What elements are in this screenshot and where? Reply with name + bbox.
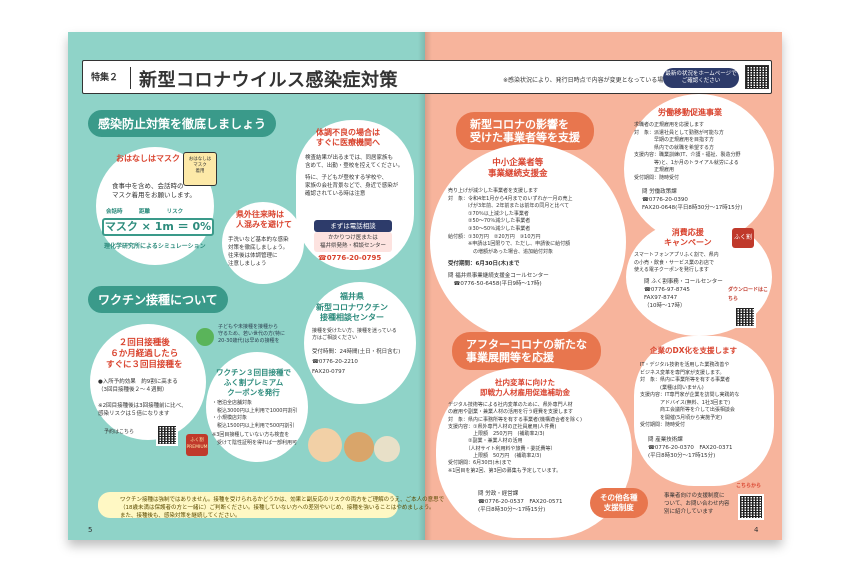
sme-circle xyxy=(430,144,626,340)
coupon-heading: ワクチン３回目接種で ふく割プレミアム クーポンを発行 xyxy=(216,368,291,397)
infection-section-title: 感染防止対策を徹底しましょう xyxy=(88,110,277,137)
dx-contact: 問 産業技術課 ☎0776-20-0370 FAX20-0371 (平日8時30… xyxy=(648,437,733,459)
header-note: ※感染状況により、発行日時点で内容が変更となっている場合があります。 xyxy=(503,77,705,84)
other-support-text: 事業者向けの支援制度に ついて、お問い合わせ内容 別に紹介しています xyxy=(664,493,730,515)
unwell-text-2: 特に、子どもが登校する学校や、 家族の会社背景などで、身近で感染が 確認されてい… xyxy=(305,175,399,197)
campaign-text: スマートフォンアプリふく割で、県内 の小売・飲食・サービス業のお店で 使える電子… xyxy=(634,252,719,273)
booster-note: ※2回目接種後は3回接種前に比べ、 感染リスクは５倍になります xyxy=(98,403,187,417)
labor-text: 求職者の正規雇用を応援します 対 象：派遣社員として勤務が可能な方 早期の正規雇… xyxy=(634,122,741,181)
app-qr-code-icon[interactable] xyxy=(734,306,756,328)
other-qr-label: こちらから xyxy=(736,483,762,489)
page-number-right: 4 xyxy=(754,526,759,534)
sme-deadline: 受付期間：6月30日(木)まで xyxy=(448,261,520,267)
center-text: 接種を受けたい方、接種を迷っている 方はご相談ください xyxy=(312,328,397,341)
dragon-mascot-icon xyxy=(196,328,214,346)
qr-label: 予約はこちら xyxy=(104,429,135,435)
website-pill: 最新の状況をホームページでご確認ください xyxy=(663,68,739,88)
prefecture-circle xyxy=(222,202,304,284)
labor-heading: 労働移動促進事業 xyxy=(658,108,722,117)
reskill-heading: 社内変革に向けた 即戦力人材雇用促進補助金 xyxy=(480,378,570,397)
dx-heading: 企業のDX化を支援します xyxy=(650,346,738,355)
page-number-left: 5 xyxy=(88,526,93,534)
center-hours: 受付時間：24時間(土日・祝日含む) xyxy=(312,349,401,355)
booster-heading: ２回目接種後 ６か月経過したら すぐに３回目接種を xyxy=(106,338,183,370)
unwell-heading: 体調不良の場合は すぐに医療機関へ xyxy=(316,128,380,147)
after-section-title: アフターコロナの新たな 事業展開等を応援 xyxy=(452,332,601,370)
labor-contact: 問 労働政策課 ☎0776-20-0390 FAX20-0648(平日8時30分… xyxy=(642,189,743,211)
formula-labels: 会話時 距離 リスク xyxy=(106,209,184,215)
page-title: 新型コロナウイルス感染症対策 xyxy=(139,70,398,91)
reskill-text: デジタル技術等による社内変革のために、県外専門人材 の雇用や副業・兼業人材の活用… xyxy=(448,402,582,474)
consult-sub: かかりつけ医または 福井県発熱・相談センター xyxy=(314,232,392,252)
booster-qr-code-icon[interactable] xyxy=(156,424,178,446)
campaign-heading: 消費応援 キャンペーン xyxy=(664,228,712,247)
center-phone: ☎0776-20-2210 xyxy=(312,359,358,365)
header-qr-code-icon xyxy=(745,65,769,89)
page-fold xyxy=(418,32,432,540)
other-support-title: その他各種 支援制度 xyxy=(590,488,648,518)
consult-phone: ☎0776-20-0795 xyxy=(318,254,382,262)
character-mascot-icon xyxy=(308,428,342,462)
dx-text: IT・デジタル技術を活用した業務改善や ビジネス変革を専門家が支援します。 対 … xyxy=(640,362,740,428)
other-qr-code-icon[interactable] xyxy=(738,494,764,520)
coupon-circle xyxy=(206,352,308,462)
sme-heading: 中小企業者等 事業継続支援金 xyxy=(488,158,548,179)
mask-sign: おはなしは マスク 着用 xyxy=(183,152,217,186)
center-fax: FAX20-0797 xyxy=(312,369,346,375)
magazine-spread: 特集２ 新型コロナウイルス感染症対策 ※感染状況により、発行日時点で内容が変更と… xyxy=(68,32,782,540)
mask-text: 食事中を含め、会話時の マスク着用をお願いします。 xyxy=(112,182,196,199)
vaccine-section-title: ワクチン接種について xyxy=(88,286,228,313)
formula-credit: 理化学研究所によるシミュレーション xyxy=(104,243,206,250)
reskill-contact: 問 労政・経営課 ☎0776-20-0537 FAX20-0571 (平日8時3… xyxy=(478,491,563,513)
booster-circle xyxy=(90,324,206,440)
fukuwari-badge: ふく割 PREMIUM xyxy=(186,434,208,456)
vaccine-bottom-note: ワクチン接種は強制ではありません。接種を受けられるかどうかは、効果と副反応のリス… xyxy=(98,492,444,519)
campaign-contact: 問 ふく割事務・コールセンター ☎0776-97-8745 FAX97-8747… xyxy=(644,279,723,309)
coupon-note: ※3回目接種していない方も検査を 受けて陰性証明を得れば一部利用可 xyxy=(212,432,298,446)
center-heading: 福井県 新型コロナワクチン 接種相談センター xyxy=(316,292,388,322)
app-download-label: ダウンロードはこちら xyxy=(728,287,769,302)
prefecture-text: 手洗いなど基本的な感染 対策を徹底しましょう。 往来後は体調管理に 注意しましょ… xyxy=(228,237,289,267)
mask-heading: おはなしはマスク xyxy=(116,154,180,163)
dx-circle xyxy=(634,336,774,486)
sme-text: 売り上げが減少した事業者を支援します 対 象：令和4年1月から4月までのいずれか… xyxy=(448,188,573,255)
child-note: 子どもや未接種を接種から 守るため、若い世代の方(特に 20-30歳代)は早めの… xyxy=(218,324,285,344)
sme-contact: 問 福井県事業継続支援金コールセンター ☎0776-50-6458(平日9時〜1… xyxy=(448,273,549,287)
impact-section-title: 新型コロナの影響を 受けた事業者等を支援 xyxy=(456,112,594,150)
feature-header: 特集２ 新型コロナウイルス感染症対策 ※感染状況により、発行日時点で内容が変更と… xyxy=(82,60,772,94)
consult-heading: まずは電話相談 xyxy=(314,220,392,232)
unwell-text-1: 検査結果が出るまでは、同居家族も 含めて、出勤・登校を控えてください。 xyxy=(305,155,404,169)
coupon-text: ・宿泊全店舗対象 税込3000円以上利用で1000円割引 ・小規模店対象 税込1… xyxy=(212,400,298,429)
cat-mascot-icon xyxy=(374,436,400,462)
mask-formula: マスク × 1m ＝ 0% xyxy=(102,218,214,236)
fukuwari-app-icon: ふく割 xyxy=(732,228,754,248)
feature-tag: 特集２ xyxy=(91,73,119,83)
prefecture-heading: 県外往来時は 人混みを避けて xyxy=(236,210,292,229)
bear-mascot-icon xyxy=(344,432,374,462)
header-divider xyxy=(130,67,131,89)
booster-text: ●入所予約効果 約9割に高まる （3回目接種後２〜４週間） xyxy=(98,379,178,393)
center-circle xyxy=(304,282,416,404)
